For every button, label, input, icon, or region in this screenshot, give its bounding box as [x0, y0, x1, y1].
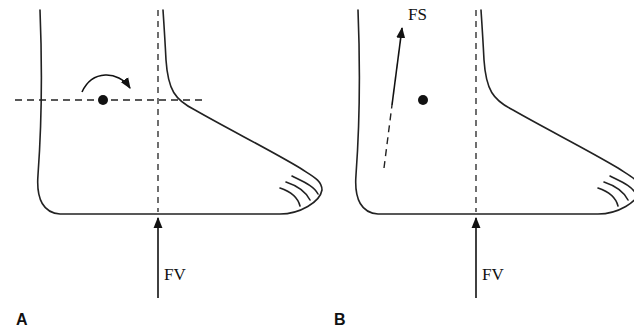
foot-outline-b: [356, 10, 634, 214]
ankle-forces-b: [384, 10, 476, 298]
force-label: FV: [164, 266, 186, 283]
panel-letter: B: [334, 312, 346, 328]
panel-letter: A: [16, 312, 28, 328]
ankle-axis-a: [15, 10, 205, 298]
force-label: FS: [408, 6, 427, 23]
force-label: FV: [482, 266, 504, 283]
foot-outline-a: [38, 10, 322, 214]
